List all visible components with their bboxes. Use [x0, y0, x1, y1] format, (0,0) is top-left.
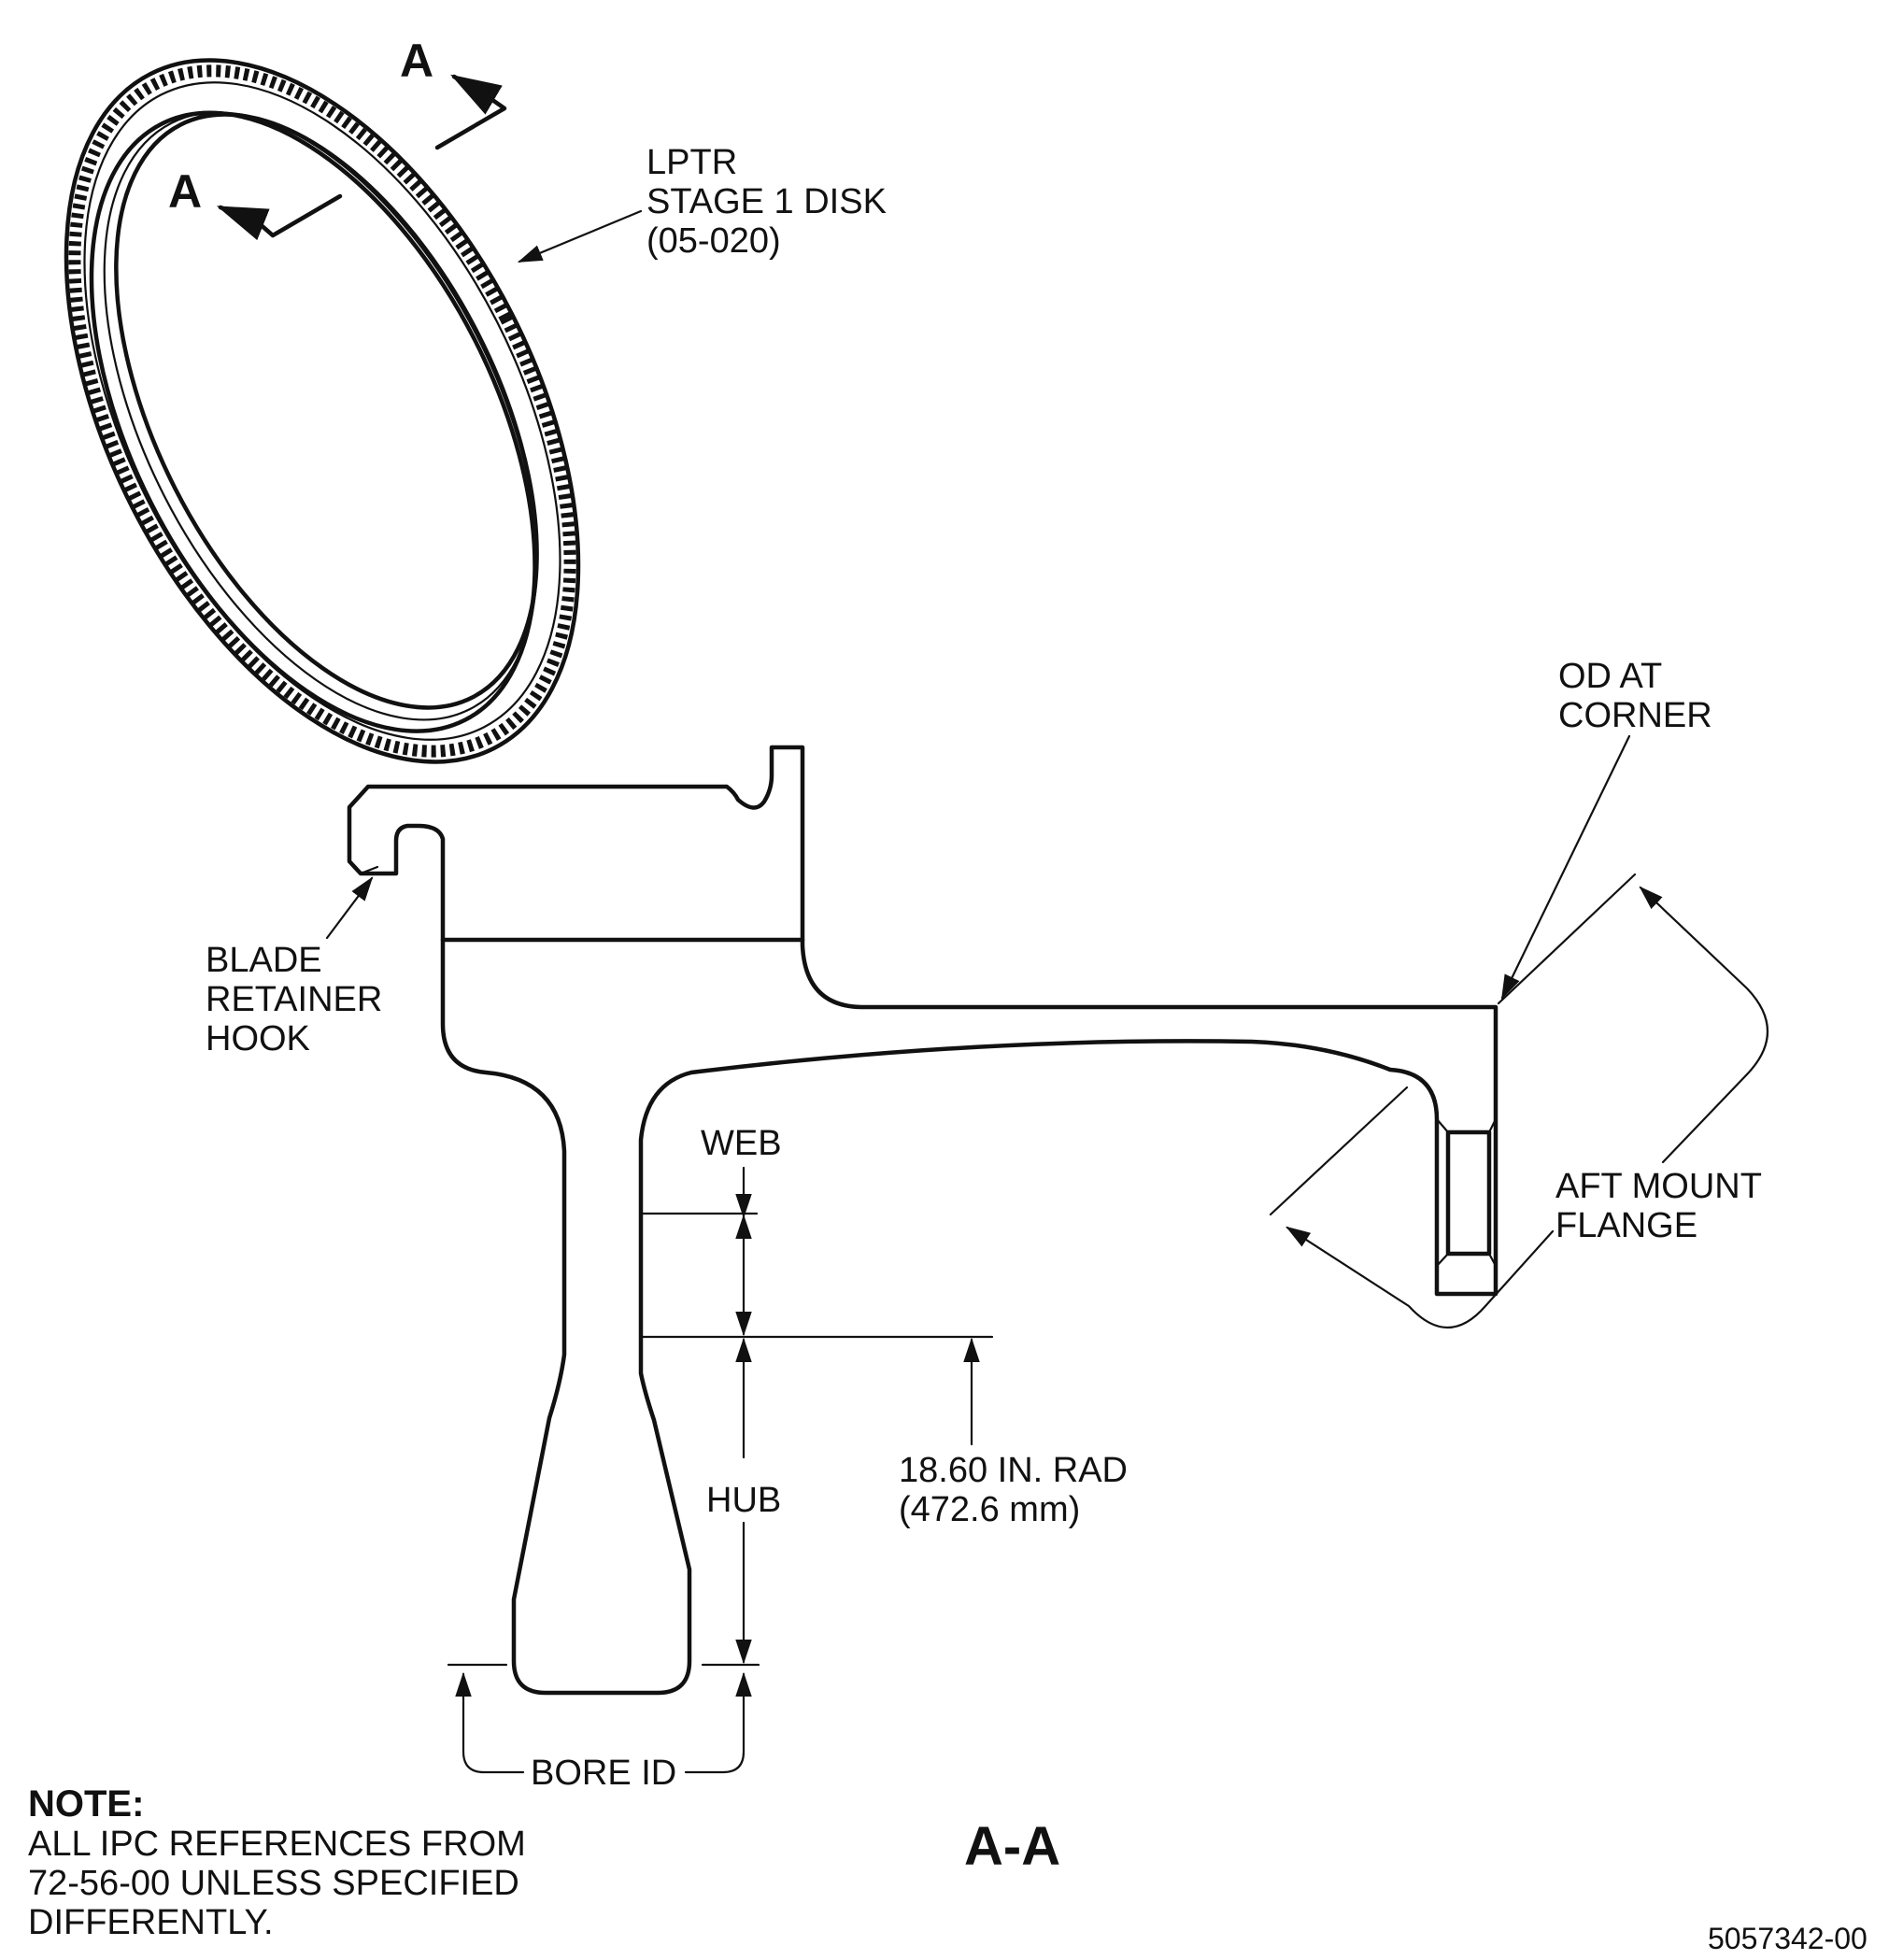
- section-title: A-A: [964, 1816, 1060, 1877]
- od-label-line-2: CORNER: [1558, 696, 1712, 735]
- section-mark-upper: A: [400, 35, 433, 87]
- od-label-line-1: OD AT: [1558, 657, 1662, 696]
- section-cut-marker-lower: A: [168, 165, 343, 241]
- hub-label: HUB: [706, 1481, 781, 1520]
- disk-inner-rim-1: [89, 110, 537, 733]
- flange-bolt-hole: [1435, 1117, 1498, 1268]
- disk-outer-rim: [64, 58, 581, 764]
- callout-od-corner: OD AT CORNER: [1500, 657, 1712, 1000]
- dimension-bore: BORE ID: [447, 1663, 752, 1793]
- part-name-line-1: LPTR: [646, 143, 737, 182]
- radius-label-line-1: 18.60 IN. RAD: [899, 1451, 1128, 1490]
- part-ref: (05-020): [646, 221, 781, 261]
- disk-isometric-view: A A LPTR STAGE 1 DISK (05-020): [64, 35, 887, 764]
- radius-label-line-2: (472.6 mm): [899, 1490, 1080, 1529]
- section-mark-lower: A: [168, 165, 202, 218]
- blade-hook-step: [359, 865, 379, 875]
- part-label: LPTR STAGE 1 DISK (05-020): [646, 143, 887, 261]
- flange-label-line-1: AFT MOUNT: [1555, 1167, 1762, 1206]
- note-line-3: DIFFERENTLY.: [28, 1903, 274, 1942]
- dimension-hub: HUB: [701, 1337, 781, 1667]
- figure-id: 5057342-00: [1708, 1922, 1868, 1955]
- section-cut-marker-upper: A: [400, 35, 507, 150]
- dimension-web: WEB: [639, 1124, 994, 1339]
- disk-section-outline: [347, 745, 1498, 1696]
- note-line-2: 72-56-00 UNLESS SPECIFIED: [28, 1864, 519, 1903]
- callout-blade-hook: BLADE RETAINER HOOK: [206, 876, 382, 1058]
- note-line-1: ALL IPC REFERENCES FROM: [28, 1825, 526, 1864]
- bore-label: BORE ID: [531, 1754, 676, 1793]
- callout-aft-flange: AFT MOUNT FLANGE: [1269, 873, 1768, 1328]
- note-block: NOTE: ALL IPC REFERENCES FROM 72-56-00 U…: [28, 1783, 526, 1942]
- blade-label-line-1: BLADE: [206, 941, 322, 980]
- blade-label-line-3: HOOK: [206, 1019, 310, 1058]
- note-title: NOTE:: [28, 1783, 144, 1825]
- dimension-radius: 18.60 IN. RAD (472.6 mm): [899, 1337, 1128, 1529]
- blade-label-line-2: RETAINER: [206, 980, 382, 1019]
- web-label: WEB: [701, 1124, 782, 1163]
- section-profile: [347, 745, 1498, 1696]
- disk-blade-slots: [68, 64, 576, 758]
- disk-bore-edge: [114, 112, 539, 710]
- part-name-line-2: STAGE 1 DISK: [646, 182, 887, 221]
- flange-label-line-2: FLANGE: [1555, 1206, 1697, 1245]
